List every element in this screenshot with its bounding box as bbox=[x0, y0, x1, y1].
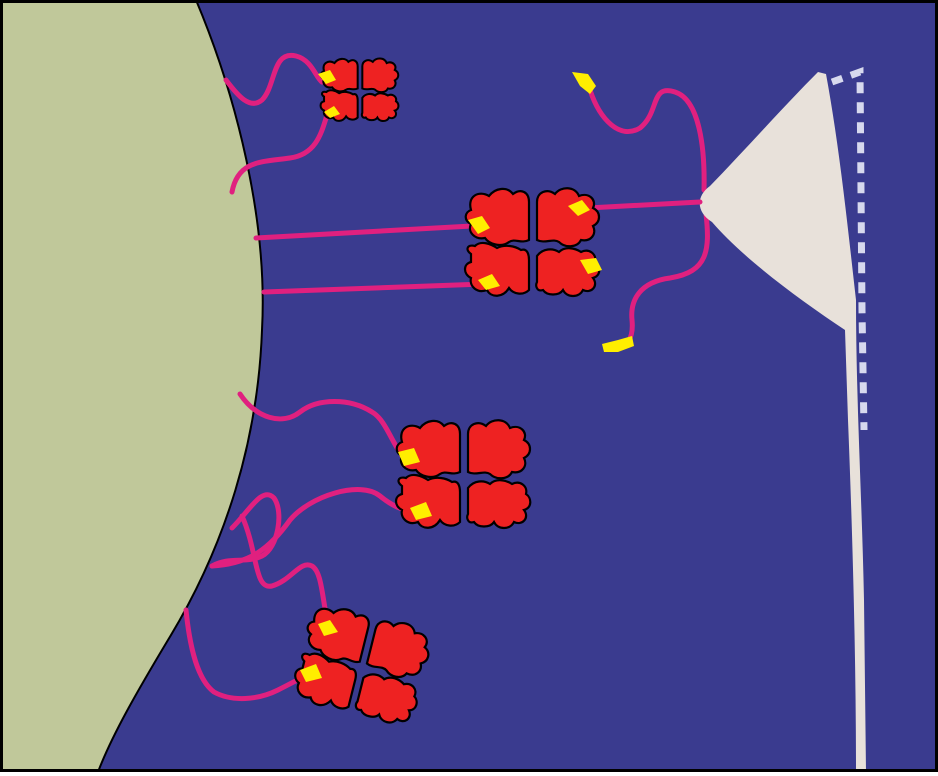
binding-tags bbox=[300, 70, 602, 682]
probe-deflection-trace bbox=[830, 67, 868, 431]
probe-tip bbox=[699, 72, 866, 772]
probe-free-tags bbox=[572, 72, 634, 352]
cell-body bbox=[0, 0, 264, 773]
polymer-tethers bbox=[183, 52, 703, 702]
